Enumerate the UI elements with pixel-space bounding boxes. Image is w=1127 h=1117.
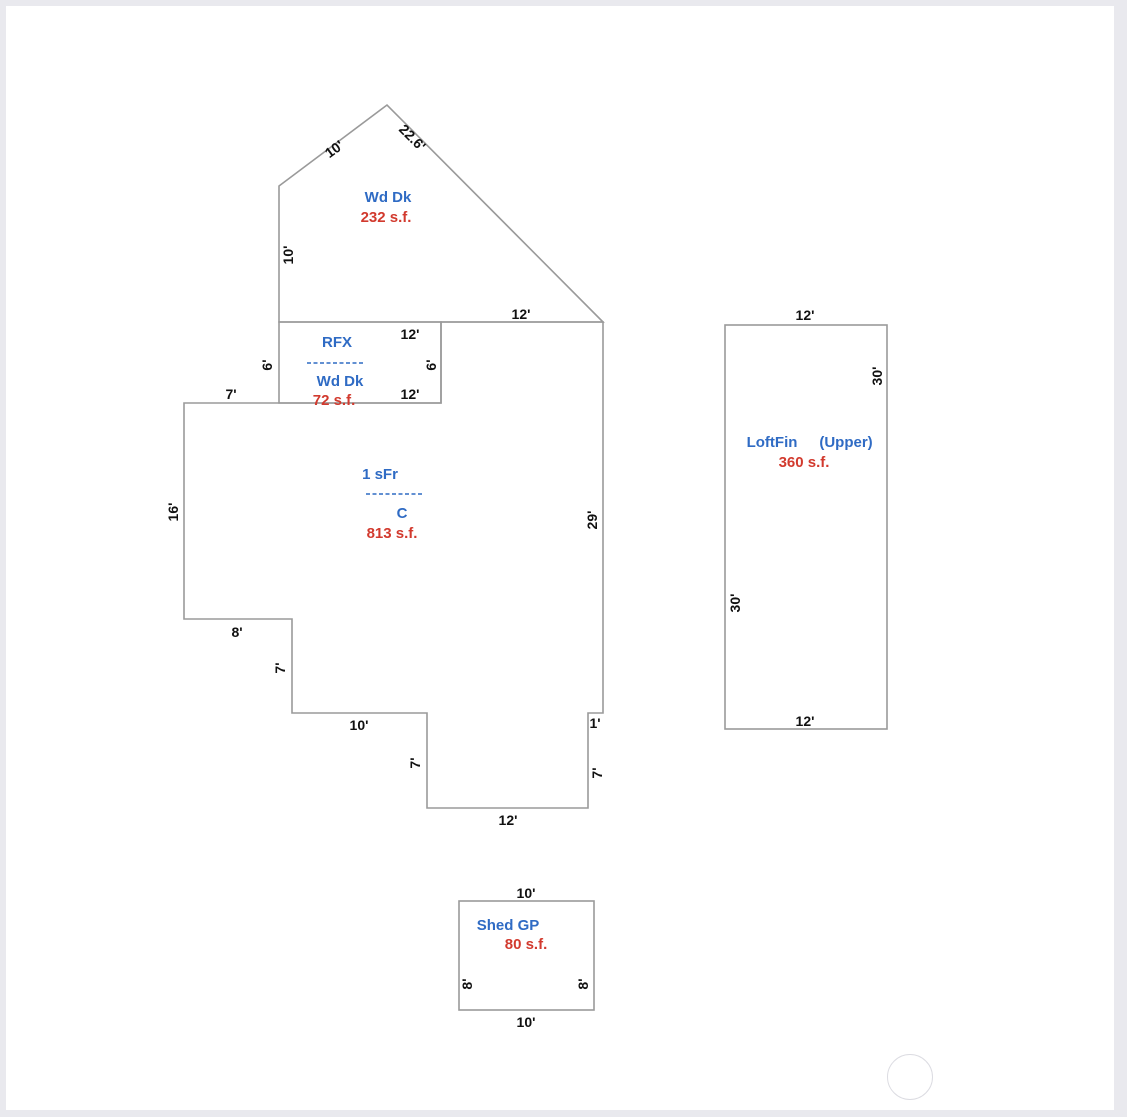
loft-outline <box>724 324 888 730</box>
sketch-sheet: 10' 22.6' 10' 12' 12' 6' 6' 12' 7' 16' 2… <box>6 6 1114 1110</box>
loft-name: LoftFin <box>747 434 798 451</box>
dim-rfx-top: 12' <box>401 326 420 342</box>
dim-main-top-left: 7' <box>225 386 236 402</box>
rfx-area: 72 s.f. <box>313 392 356 409</box>
rfx-subname: Wd Dk <box>317 373 364 390</box>
dim-loft-top: 12' <box>796 307 815 323</box>
dim-shed-right: 8' <box>575 978 591 989</box>
dim-deck-bottom: 12' <box>512 306 531 322</box>
circle-overlay-button[interactable] <box>887 1054 933 1100</box>
floor-plan-sketch: 10' 22.6' 10' 12' 12' 6' 6' 12' 7' 16' 2… <box>165 103 888 1030</box>
main-floor-subname: C <box>397 505 408 522</box>
dim-step1-bottom: 8' <box>231 624 242 640</box>
shed-area: 80 s.f. <box>505 936 548 953</box>
wood-deck-name: Wd Dk <box>365 189 412 206</box>
dim-deck-right-diag: 22.6' <box>396 121 429 154</box>
main-floor-area: 813 s.f. <box>367 525 418 542</box>
dim-rfx-right: 6' <box>423 359 439 370</box>
dim-loft-right: 30' <box>869 367 885 386</box>
shed-outline <box>458 900 595 1011</box>
main-floor-name: 1 sFr <box>362 466 398 483</box>
dim-step1-side: 7' <box>272 662 288 673</box>
dim-notch-side: 7' <box>589 767 605 778</box>
dim-step2-bottom: 10' <box>350 717 369 733</box>
shed-name: Shed GP <box>477 917 540 934</box>
dim-shed-left: 8' <box>459 978 475 989</box>
dim-deck-left: 10' <box>280 246 296 265</box>
dim-main-bottom: 12' <box>499 812 518 828</box>
main-floor-outline <box>183 321 604 809</box>
dim-shed-bottom: 10' <box>517 1014 536 1030</box>
wood-deck-outline <box>278 103 605 323</box>
dim-notch-top: 1' <box>589 715 600 731</box>
loft-qualifier: (Upper) <box>819 434 872 451</box>
loft-area: 360 s.f. <box>779 454 830 471</box>
dim-main-left: 16' <box>165 503 181 522</box>
rfx-name: RFX <box>322 334 352 351</box>
dim-step2-side: 7' <box>407 757 423 768</box>
dim-loft-bottom: 12' <box>796 713 815 729</box>
dim-rfx-left: 6' <box>259 359 275 370</box>
wood-deck-area: 232 s.f. <box>361 209 412 226</box>
dim-deck-left-diag: 10' <box>322 137 347 161</box>
dim-main-right: 29' <box>584 511 600 530</box>
dim-rfx-bottom: 12' <box>401 386 420 402</box>
dim-loft-left: 30' <box>727 594 743 613</box>
dim-shed-top: 10' <box>517 885 536 901</box>
